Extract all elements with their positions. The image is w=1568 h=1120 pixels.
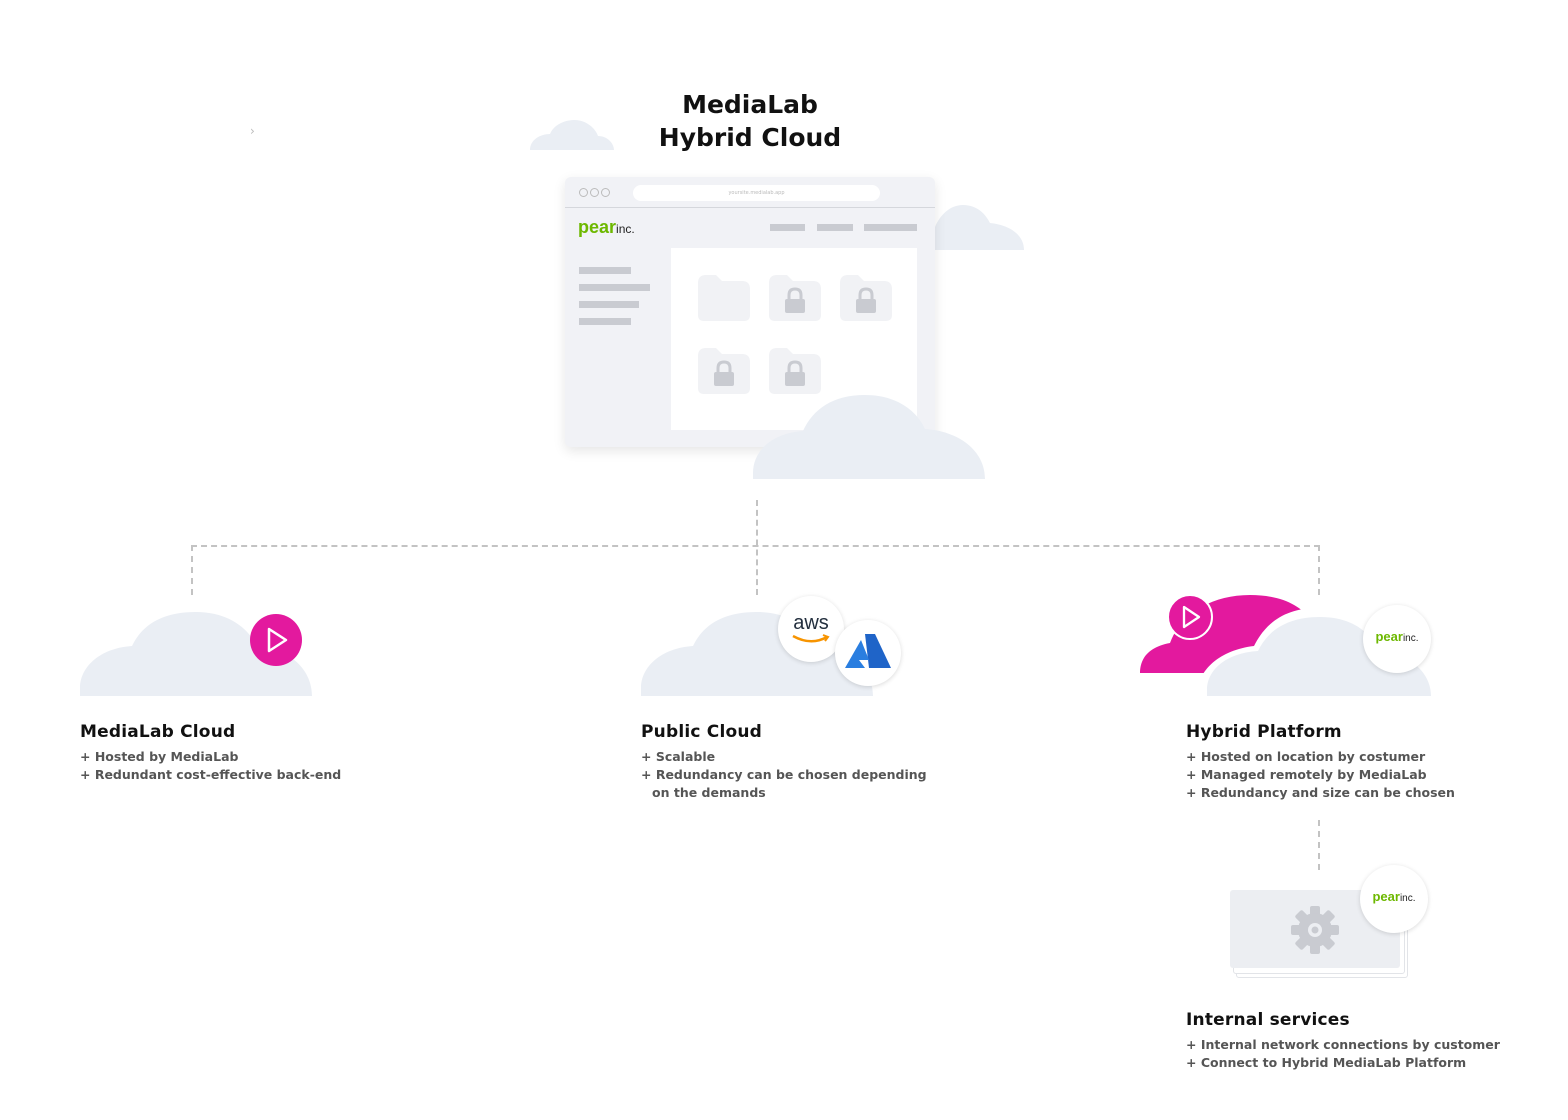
locked-folder-icon[interactable]	[698, 348, 750, 394]
internal-services-section: Internal services + Internal network con…	[1186, 1010, 1500, 1072]
nav-placeholder	[817, 224, 853, 231]
feature-list: + Hosted by MediaLab + Redundant cost-ef…	[80, 748, 341, 784]
aws-logo: aws	[793, 612, 829, 634]
connector-line	[756, 500, 758, 595]
feature-list: + Scalable + Redundancy can be chosen de…	[641, 748, 927, 802]
pear-inc-logo: pearinc.	[578, 217, 635, 237]
section-title: Hybrid Platform	[1186, 722, 1342, 742]
section-title: MediaLab Cloud	[80, 722, 236, 742]
list-item: + Redundancy can be chosen depending	[641, 767, 927, 782]
connector-line	[1318, 820, 1320, 870]
sidebar-placeholder	[579, 267, 631, 274]
list-item: + Internal network connections by custom…	[1186, 1037, 1500, 1052]
section-title: Public Cloud	[641, 722, 763, 742]
list-item: + Scalable	[641, 749, 716, 764]
connector-line	[191, 545, 193, 595]
chevron-right-icon: ›	[250, 124, 255, 138]
pear-inc-badge: pearinc.	[1360, 865, 1428, 933]
pear-inc-logo: pearinc.	[1375, 629, 1419, 644]
amazon-smile-icon	[792, 634, 830, 643]
browser-window: yoursite.medialab.app pearinc.	[565, 177, 935, 447]
azure-logo-icon	[845, 634, 891, 668]
gear-icon	[1291, 906, 1339, 954]
medialab-cloud-section: MediaLab Cloud + Hosted by MediaLab + Re…	[80, 722, 341, 784]
locked-folder-icon[interactable]	[769, 275, 821, 321]
window-dot-icon	[601, 188, 610, 197]
connector-line	[1318, 545, 1320, 595]
nav-placeholder	[864, 224, 917, 231]
locked-folder-icon[interactable]	[840, 275, 892, 321]
window-dot-icon	[579, 188, 588, 197]
diagram-title: MediaLab Hybrid Cloud	[658, 90, 842, 152]
connector-line	[191, 545, 1320, 547]
cloud-icon	[930, 205, 1024, 250]
list-item: + Redundant cost-effective back-end	[80, 767, 342, 782]
sidebar-placeholder	[579, 301, 639, 308]
public-cloud-section: Public Cloud + Scalable + Redundancy can…	[641, 722, 927, 802]
address-bar[interactable]: yoursite.medialab.app	[633, 185, 880, 201]
play-icon	[1167, 594, 1213, 640]
aws-badge: aws	[778, 596, 844, 662]
cloud-icon	[530, 120, 614, 150]
cloud-icon	[753, 395, 985, 479]
nav-placeholder	[770, 224, 805, 231]
window-dot-icon	[590, 188, 599, 197]
feature-list: + Hosted on location by costumer + Manag…	[1186, 748, 1455, 802]
section-title: Internal services	[1186, 1010, 1350, 1030]
locked-folder-icon[interactable]	[769, 348, 821, 394]
sidebar-placeholder	[579, 284, 650, 291]
azure-badge	[835, 620, 901, 686]
play-icon	[250, 614, 302, 666]
pear-inc-badge: pearinc.	[1363, 605, 1431, 673]
browser-toolbar: yoursite.medialab.app	[565, 177, 935, 208]
medialab-cloud-icon	[80, 612, 312, 696]
hybrid-platform-section: Hybrid Platform + Hosted on location by …	[1186, 722, 1455, 802]
sidebar-placeholder	[579, 318, 631, 325]
folder-icon[interactable]	[698, 275, 750, 321]
list-item: + Managed remotely by MediaLab	[1186, 767, 1427, 782]
list-item: on the demands	[652, 785, 766, 800]
public-cloud-icon	[641, 612, 873, 696]
list-item: + Hosted on location by costumer	[1186, 749, 1426, 764]
list-item: + Connect to Hybrid MediaLab Platform	[1186, 1055, 1467, 1070]
pear-inc-logo: pearinc.	[1372, 889, 1416, 904]
list-item: + Hosted by MediaLab	[80, 749, 239, 764]
list-item: + Redundancy and size can be chosen	[1186, 785, 1455, 800]
feature-list: + Internal network connections by custom…	[1186, 1036, 1500, 1072]
hybrid-cloud-icon	[1198, 608, 1438, 700]
